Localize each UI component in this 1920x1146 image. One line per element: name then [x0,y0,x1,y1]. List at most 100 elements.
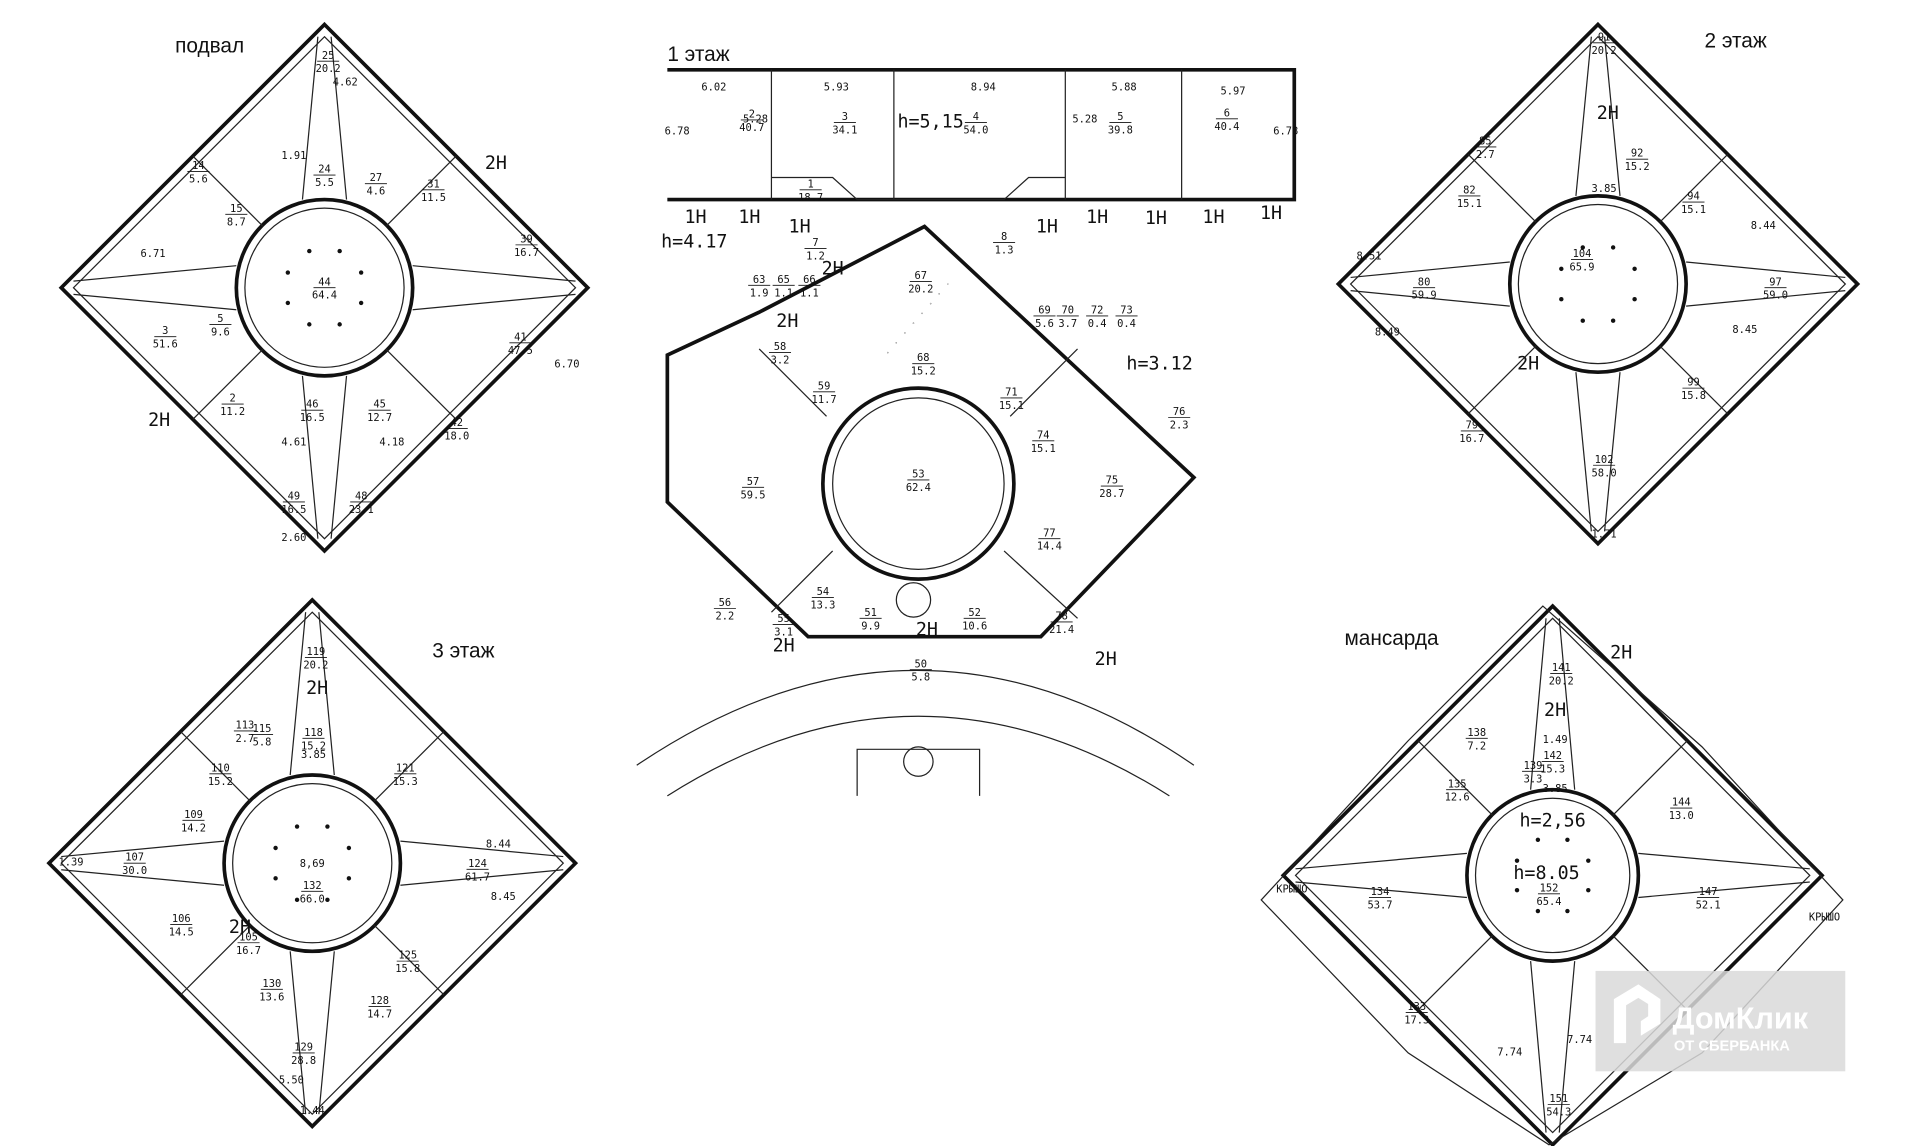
room-area: 16.7 [514,247,539,259]
exit-marker-label: 1H [1260,203,1282,224]
room-label: 651.1 [772,274,795,299]
room-area: 39.8 [1108,124,1133,136]
dimension-label: 8.44 [1751,220,1776,232]
exit-marker-label: 1H [1086,207,1108,228]
dimension-label: 1.49 [1543,734,1568,746]
basement-column [285,300,291,306]
room-number: 82 [1463,184,1476,196]
room-number: 152 [1540,882,1559,894]
room-area: 21.4 [1049,624,1074,636]
room-number: 41 [514,331,527,343]
room-area: 5.6 [1035,318,1054,330]
dimension-label: 8.45 [1732,324,1757,336]
dimension-label: 6.02 [701,82,726,94]
room-area: 16.5 [300,412,325,424]
basement-partition [412,293,576,311]
room-area: 62.4 [906,482,931,494]
basement-partition [73,293,237,311]
room-number: 52 [968,607,981,619]
attic-partition [1638,852,1810,870]
basement-partition [385,155,457,227]
dimension-label: 2.60 [281,532,306,544]
room-area: 15.1 [1031,443,1056,455]
room-area: 1.9 [750,287,769,299]
room-area: 40.7 [739,122,764,134]
floor1-rotunda [821,386,1016,581]
dimension-label: 3.85 [1592,183,1617,195]
room-label: 720.4 [1086,304,1109,330]
room-label: 245.5 [313,164,336,189]
attic-partition [1558,618,1576,790]
floor2-column [1559,297,1564,302]
room-label: 640.4 [1214,107,1239,132]
attic-column [1586,858,1591,863]
room-number: 78 [1055,611,1068,623]
room-area: 11.5 [421,192,446,204]
room-area: 15.1 [1457,198,1482,210]
dimension-label: 4.18 [379,437,404,449]
floor3-partition [400,840,564,858]
room-area: 1.1 [774,287,793,299]
room-number: 91 [1598,31,1611,43]
room-area: 5.5 [315,177,334,189]
floor2-partition [1350,290,1510,307]
room-area: 9.6 [211,326,230,338]
floor2-inner-wall [1349,35,1847,533]
dimension-label: 1.91 [281,150,306,162]
watermark-sub: ОТ СБЕРБАНКА [1674,1039,1790,1055]
room-label: 211.2 [220,393,245,418]
room-number: 55 [777,613,790,625]
room-number: 54 [817,586,830,598]
room-number: 57 [747,476,760,488]
room-area: 2.2 [716,611,735,623]
dimension-label: 8,69 [300,858,325,870]
room-number: 119 [307,646,326,658]
room-number: 104 [1573,248,1592,260]
room-area: 5.8 [911,672,930,684]
attic-rotunda [1465,787,1641,963]
room-area: 9.9 [861,620,880,632]
room-area: 15.1 [999,400,1024,412]
room-area: 8.7 [227,216,246,228]
room-area: 20.2 [1592,45,1617,57]
room-number: 68 [917,352,930,364]
basement-partition [330,375,348,539]
room-number: 72 [1091,304,1104,316]
dimension-label: 5.97 [1221,85,1246,97]
room-number: 7 [812,237,818,249]
room-area: 11.2 [220,406,245,418]
dimension-label: 8.44 [486,838,511,850]
room-area: 14.4 [1037,541,1062,553]
room-label: 661.1 [798,274,821,299]
room-number: 85 [1479,135,1492,147]
plan-labels: 2520.2145.64464.44147.5351.64616.54512.7… [59,31,1841,1118]
dimension-label: 6.71 [141,248,166,260]
room-number: 46 [306,399,319,411]
room-area: 53.7 [1367,899,1392,911]
dimension-label: КРЫШО [1809,912,1840,924]
attic-partition [1530,618,1547,790]
ceiling-height-label: h=4.17 [661,231,727,252]
room-label: 852.7 [1474,135,1497,161]
basement-column [307,322,312,327]
room-number: 94 [1687,191,1700,203]
dimension-label: 8.45 [491,891,516,903]
floor-title-2: 2 этаж [1704,30,1766,53]
room-area: 15.8 [395,963,420,975]
